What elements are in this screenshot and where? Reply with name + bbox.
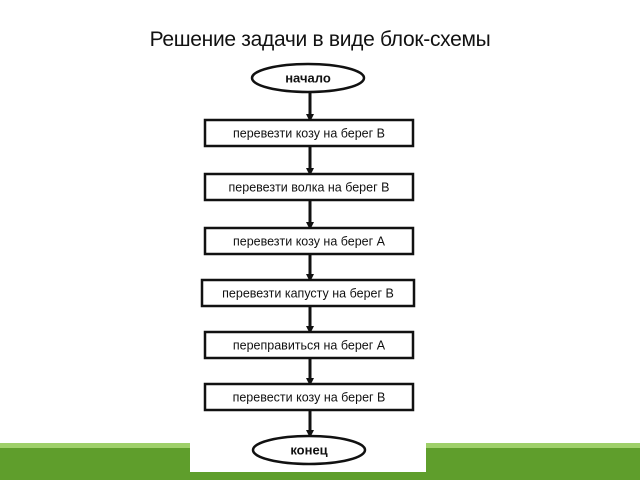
process-step-5-box [203,330,415,360]
process-step-4-box [200,278,416,308]
process-step-6-label: перевести козу на берег В [233,391,386,405]
process-step-5-label: переправиться на берег А [233,339,386,353]
process-step-6-box [203,382,415,412]
slide-title: Решение задачи в виде блок-схемы [149,28,491,51]
process-step-1: перевезти козу на берег В [203,118,415,148]
process-step-2: перевезти волка на берег В [203,172,415,202]
process-step-1-label: перевезти козу на берег В [233,127,385,141]
end-terminal: конец [251,434,367,466]
process-step-3-label: перевезти козу на берег А [233,235,386,249]
process-step-2-box [203,172,415,202]
start-terminal-label: начало [285,71,331,86]
end-terminal-label: конец [290,443,327,458]
start-terminal: начало [250,62,366,94]
process-step-2-label: перевезти волка на берег В [229,181,390,195]
process-step-4-label: перевезти капусту на берег В [222,287,394,301]
process-step-5: переправиться на берег А [203,330,415,360]
start-terminal-shape [250,62,366,94]
process-step-6: перевести козу на берег В [203,382,415,412]
process-step-3: перевезти козу на берег А [203,226,415,256]
process-step-1-box [203,118,415,148]
process-step-3-box [203,226,415,256]
process-step-4: перевезти капусту на берег В [200,278,416,308]
end-terminal-shape [251,434,367,466]
